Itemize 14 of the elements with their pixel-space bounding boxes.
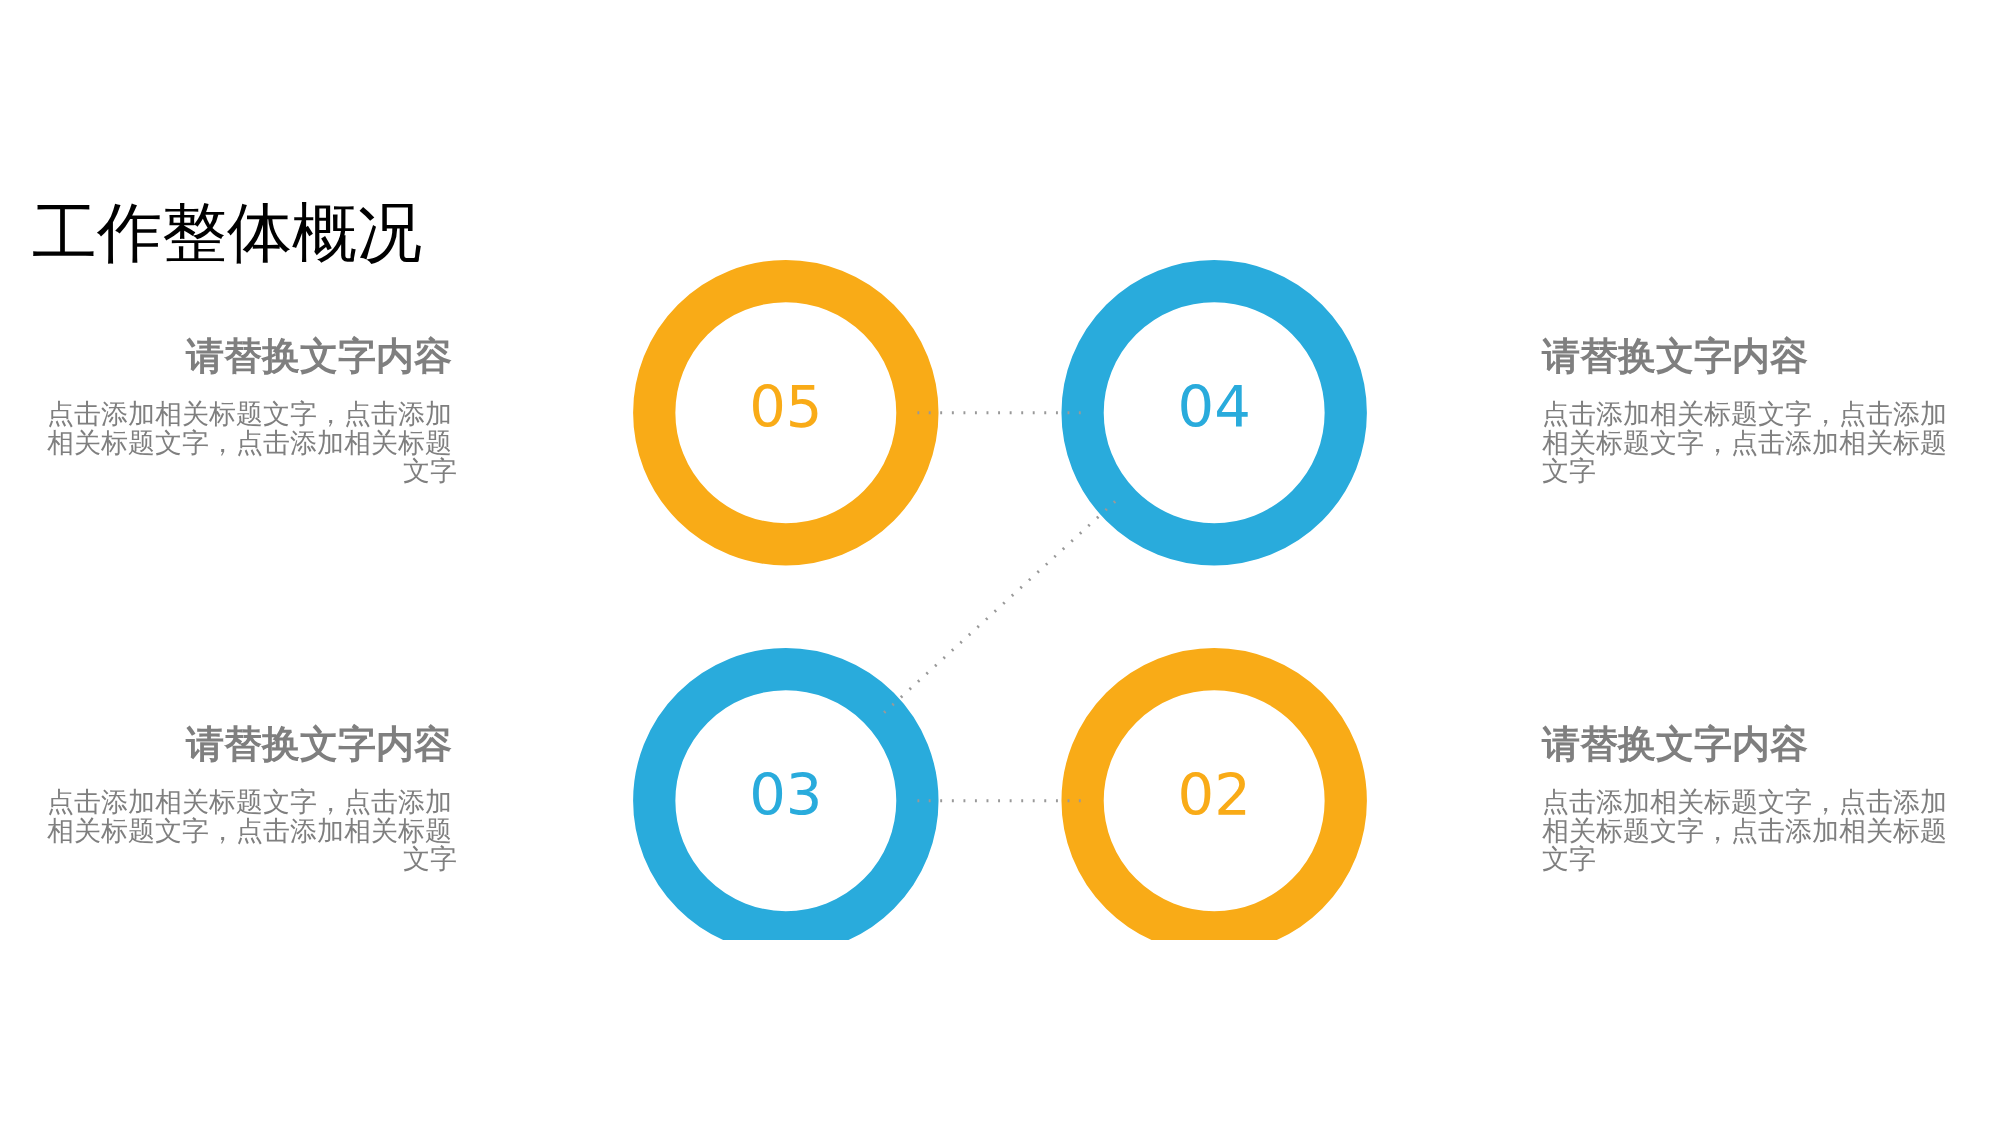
node-circle: 03 xyxy=(633,647,939,940)
connector xyxy=(883,499,1117,714)
diagram-title: 工作整体概况 xyxy=(31,193,422,270)
node-label: 点击添加相关标题文字，点击添加相关标题文字，点击添加相关标题文字 xyxy=(1541,397,1947,486)
node-circle: 02 xyxy=(1061,647,1367,940)
node-label: 请替换文字内容 xyxy=(1541,720,1808,766)
node-label: 点击添加相关标题文字，点击添加相关标题文字，点击添加相关标题文字 xyxy=(1541,785,1947,874)
node-label: 点击添加相关标题文字，点击添加相关标题文字，点击添加相关标题文字 xyxy=(47,785,457,874)
node-label: 点击添加相关标题文字，点击添加相关标题文字，点击添加相关标题文字 xyxy=(47,397,457,486)
node-circle: 04 xyxy=(1061,259,1367,565)
node-label: 请替换文字内容 xyxy=(185,720,452,766)
node-label: 请替换文字内容 xyxy=(185,332,452,378)
node-circle: 05 xyxy=(633,259,939,565)
node-label: 请替换文字内容 xyxy=(1541,332,1808,378)
